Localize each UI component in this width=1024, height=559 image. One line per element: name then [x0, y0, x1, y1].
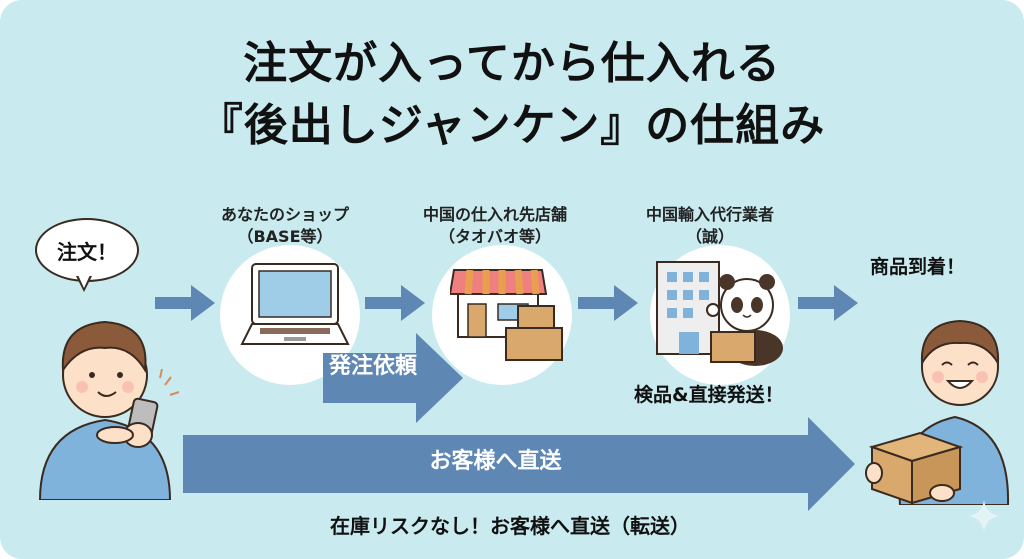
- step-2-label: 中国の仕入れ先店舗 （タオバオ等）: [405, 204, 585, 248]
- footer-text: 在庫リスクなし！お客様へ直送（転送）: [330, 514, 690, 538]
- customer-with-box-icon: [865, 319, 1010, 505]
- speech-bubble: 注文！: [35, 218, 139, 282]
- store-icon: [450, 269, 563, 361]
- inspection-caption: 検品&直接発送！: [634, 384, 784, 406]
- arrow-to-agent: [578, 285, 638, 321]
- building-panda-icon: [656, 261, 783, 366]
- step-3-label: 中国輸入代行業者 （誠）: [630, 204, 790, 248]
- arrow-to-supplier: [365, 285, 425, 321]
- title-line-1: 注文が入ってから仕入れる: [243, 38, 781, 89]
- step-2-subtitle: （タオバオ等）: [438, 227, 551, 246]
- step-3-subtitle: （誠）: [685, 227, 734, 246]
- title-line-2: 『後出しジャンケン』の仕組み: [198, 100, 826, 151]
- step-1-subtitle: （BASE等）: [237, 227, 333, 246]
- arrow-to-customer: [798, 285, 858, 321]
- step-1-title: あなたのショップ: [220, 205, 349, 224]
- arrow-to-shop: [155, 285, 215, 321]
- sparkle-icon: [968, 500, 1000, 532]
- customer-with-phone-icon: [38, 320, 180, 500]
- speech-bubble-text: 注文！: [57, 239, 117, 264]
- direct-shipping-label: お客様へ直送: [429, 449, 562, 474]
- order-request-label: 発注依頼: [328, 354, 417, 379]
- direct-shipping-arrow: [183, 417, 855, 511]
- step-3-title: 中国輸入代行業者: [645, 205, 774, 224]
- laptop-icon: [240, 263, 350, 345]
- step-2-title: 中国の仕入れ先店舗: [422, 205, 567, 224]
- speech-bubble-tail-fill: [78, 275, 90, 288]
- step-1-label: あなたのショップ （BASE等）: [205, 204, 365, 248]
- order-request-arrow: [323, 333, 463, 423]
- arrival-label: 商品到着！: [870, 256, 966, 278]
